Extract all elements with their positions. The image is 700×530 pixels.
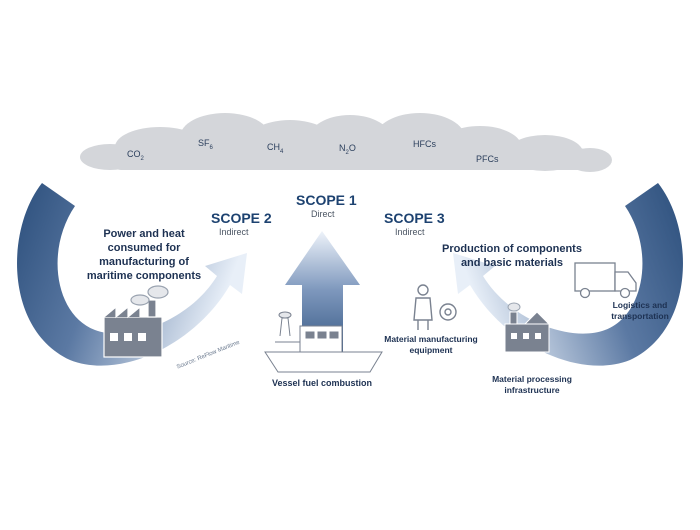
gas-pfcs: PFCs	[476, 154, 499, 164]
gas-sf6: SF6	[198, 138, 213, 151]
gas-co2: CO2	[127, 149, 144, 162]
gas-ch4: CH4	[267, 142, 284, 155]
scope3-title: SCOPE 3	[384, 210, 445, 226]
scope3-description: Production of components and basic mater…	[442, 243, 582, 269]
scope2-title: SCOPE 2	[211, 210, 272, 226]
equipment-label: Material manufacturing equipment	[384, 334, 478, 355]
truck-icon	[574, 262, 637, 299]
scope2-subtitle: Indirect	[219, 227, 249, 237]
processing-label: Material processing infrastructure	[492, 374, 572, 395]
emissions-cloud	[80, 113, 612, 172]
scope1-subtitle: Direct	[311, 209, 335, 219]
processing-plant-icon	[504, 302, 551, 353]
scope3-arrow	[453, 183, 683, 366]
worker-icon	[413, 284, 457, 330]
scope3-subtitle: Indirect	[395, 227, 425, 237]
gas-hfcs: HFCs	[413, 139, 436, 149]
scope2-arrow	[17, 183, 248, 366]
scope2-description: Power and heat consumed for manufacturin…	[86, 228, 202, 282]
scope1-title: SCOPE 1	[296, 192, 357, 208]
vessel-icon	[264, 311, 383, 373]
gas-n2o: N2O	[339, 143, 356, 156]
factory-icon	[103, 285, 169, 358]
vessel-label: Vessel fuel combustion	[271, 378, 373, 388]
logistics-label: Logistics and transportation	[611, 300, 669, 321]
